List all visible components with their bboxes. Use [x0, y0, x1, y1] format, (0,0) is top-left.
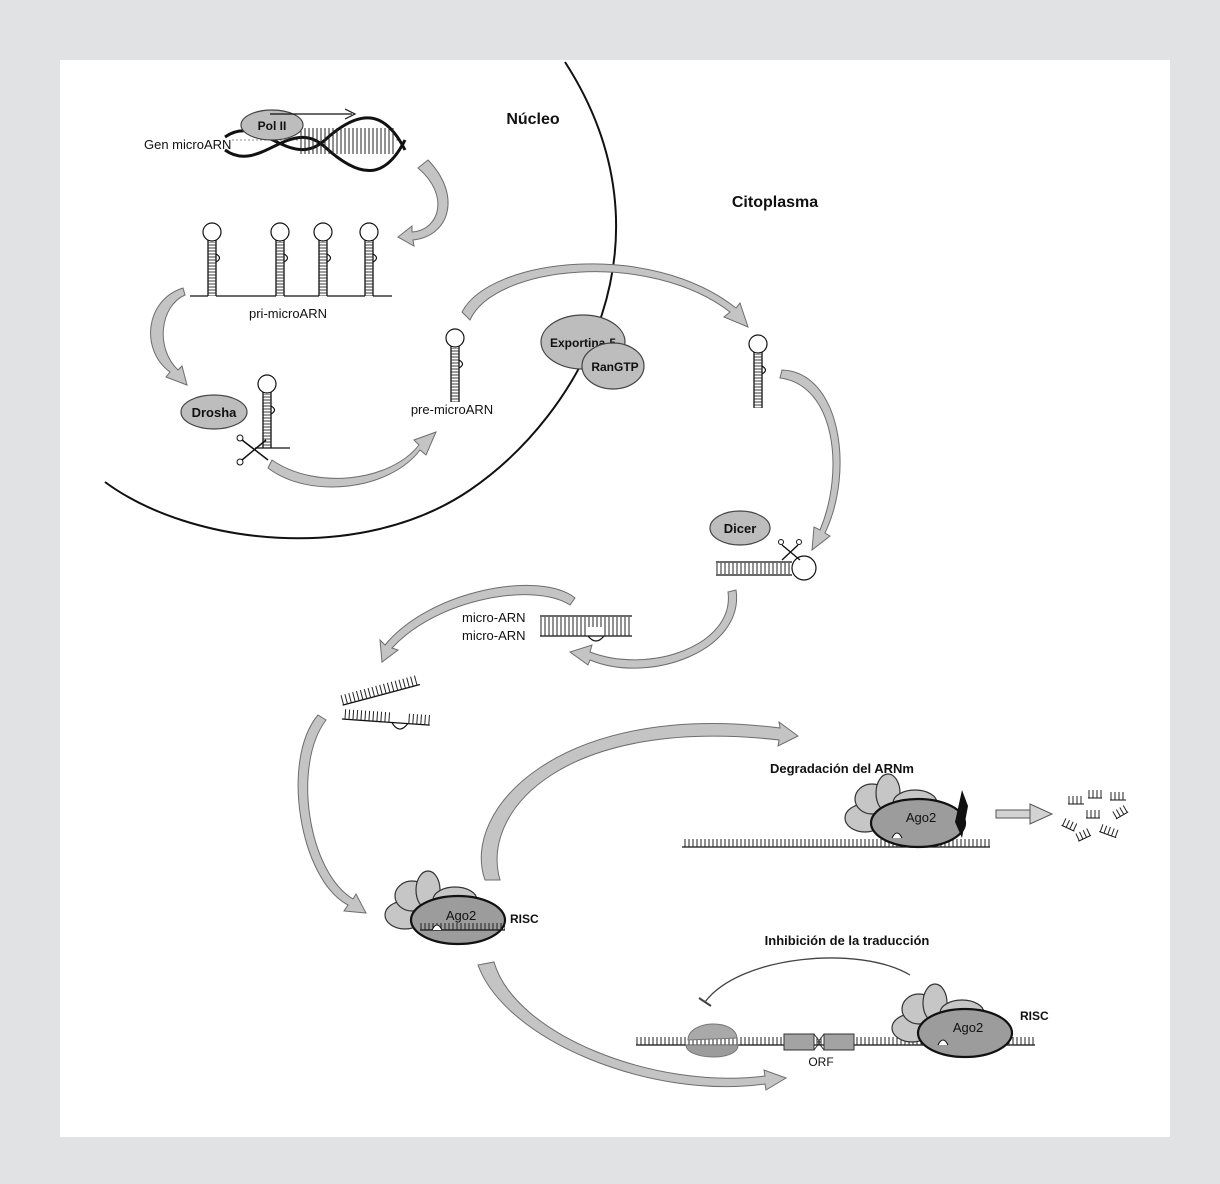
dicer-duplex	[716, 555, 817, 581]
process-arrow	[267, 431, 437, 488]
pre-microrna-hairpin	[445, 328, 465, 403]
cleavage-icon	[955, 790, 968, 838]
process-arrow	[150, 287, 188, 386]
nucleus-label: Núcleo	[506, 111, 560, 128]
gene-label: Gen microARN	[144, 137, 231, 152]
mirna-duplex	[540, 615, 632, 642]
degradation-label: Degradación del ARNm	[770, 761, 914, 776]
scissors-icon	[778, 539, 802, 561]
inhibition-arc	[704, 957, 911, 1003]
rangtp-ellipse	[581, 342, 645, 390]
pol2-ellipse	[240, 109, 304, 141]
pre-microrna-label: pre-microARN	[411, 402, 493, 417]
mirna-label-1: micro-ARN	[462, 610, 526, 625]
right-arrow-icon	[995, 803, 1054, 825]
pri-microrna-label: pri-microARN	[249, 306, 327, 321]
scissors-icon	[236, 434, 269, 466]
ago2-label: Ago2	[953, 1020, 983, 1035]
process-arrow	[779, 369, 841, 552]
risc-complex	[891, 983, 1014, 1059]
orf-label: ORF	[808, 1055, 833, 1069]
rangtp-label: RanGTP	[591, 360, 638, 374]
cytoplasm-hairpin	[748, 334, 768, 409]
dicer-ellipse	[709, 510, 771, 546]
process-arrow	[477, 961, 788, 1091]
cytoplasm-label: Citoplasma	[732, 194, 818, 211]
drosha-label: Drosha	[192, 405, 238, 420]
process-arrow	[297, 714, 367, 914]
drosha-hairpin	[257, 374, 277, 449]
risc-complex	[384, 870, 507, 946]
process-arrow	[461, 263, 749, 328]
process-arrow	[568, 589, 738, 669]
risc-label: RISC	[510, 912, 539, 926]
mirna-label-2: micro-ARN	[462, 628, 526, 643]
ribosome	[685, 1023, 739, 1058]
process-arrow	[379, 584, 576, 663]
degraded-fragments	[1061, 790, 1129, 842]
orf-box	[783, 1033, 855, 1051]
inhibition-label: Inhibición de la traducción	[765, 933, 930, 948]
nucleus-membrane	[104, 61, 617, 540]
risc-label: RISC	[1020, 1009, 1049, 1023]
ago2-label: Ago2	[446, 908, 476, 923]
risc-complex	[844, 773, 967, 849]
mrna-strand	[682, 839, 990, 848]
process-arrow	[480, 720, 799, 881]
process-arrow	[397, 159, 449, 247]
dicer-label: Dicer	[724, 521, 757, 536]
pol2-label: Pol II	[258, 119, 287, 133]
separated-strands	[340, 674, 431, 730]
pri-microrna	[190, 222, 392, 297]
ago2-label: Ago2	[906, 810, 936, 825]
drosha-ellipse	[180, 394, 248, 430]
